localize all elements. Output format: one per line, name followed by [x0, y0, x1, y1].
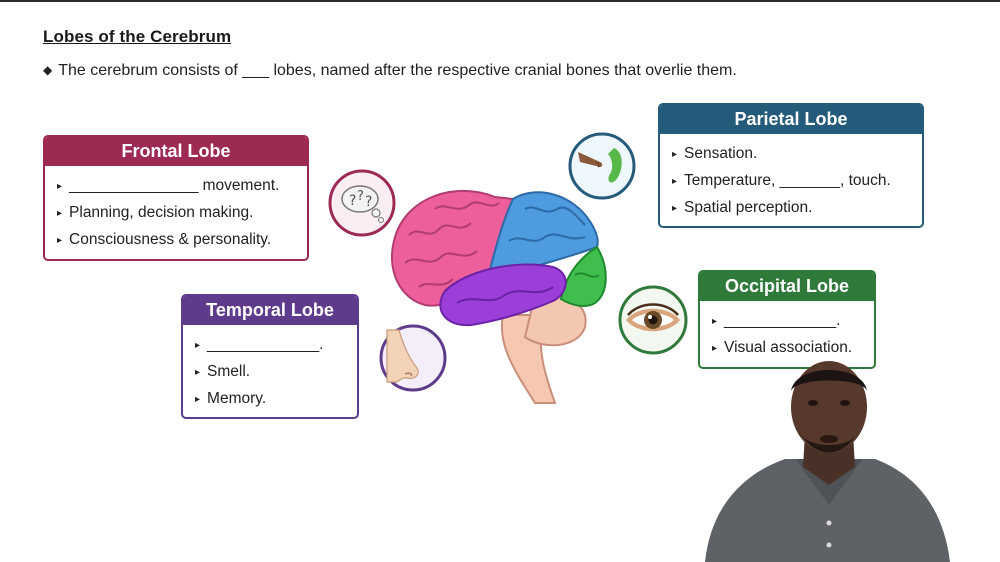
bullet-icon: ▸ [672, 176, 677, 187]
bullet-icon: ▸ [195, 394, 200, 405]
eye-icon [616, 283, 690, 357]
presenter-video [705, 355, 950, 562]
bullet-icon: ▸ [57, 235, 62, 246]
list-item: ▸ Temperature, _______, touch. [672, 167, 922, 194]
bullet-icon: ▸ [712, 316, 717, 327]
list-item-text: Spatial perception. [684, 199, 812, 216]
list-item: ▸ Consciousness & personality. [57, 226, 307, 253]
diamond-bullet-icon: ◆ [43, 63, 52, 77]
list-item: ▸ Sensation. [672, 140, 922, 167]
occipital-lobe-heading: Occipital Lobe [700, 272, 874, 301]
top-rule [0, 0, 1000, 2]
list-item: ▸ Memory. [195, 385, 357, 412]
intro-bullet: ◆ The cerebrum consists of ___ lobes, nam… [43, 62, 737, 80]
parietal-lobe-card: Parietal Lobe ▸ Sensation. ▸ Temperature, … [658, 103, 924, 228]
frontal-lobe-card: Frontal Lobe ▸ _______________ movement. … [43, 135, 309, 261]
list-item-text: _____________. [724, 312, 840, 329]
occipital-lobe-list: ▸ _____________. ▸ Visual association. [700, 301, 874, 361]
list-item: ▸ Spatial perception. [672, 194, 922, 221]
list-item-text: Consciousness & personality. [69, 231, 271, 248]
list-item: ▸ _______________ movement. [57, 172, 307, 199]
list-item-text: Visual association. [724, 339, 852, 356]
temporal-lobe-card: Temporal Lobe ▸ _____________. ▸ Smell. ▸ M… [181, 294, 359, 419]
list-item-text: Memory. [207, 390, 266, 407]
svg-text:?: ? [357, 189, 364, 204]
temporal-lobe-list: ▸ _____________. ▸ Smell. ▸ Memory. [183, 325, 357, 412]
list-item-text: Temperature, _______, touch. [684, 172, 891, 189]
svg-text:?: ? [349, 193, 356, 209]
frontal-lobe-list: ▸ _______________ movement. ▸ Planning, de… [45, 166, 307, 253]
list-item-text: _____________. [207, 336, 323, 353]
temporal-lobe-heading: Temporal Lobe [183, 296, 357, 325]
svg-text:?: ? [365, 194, 372, 210]
list-item: ▸ Smell. [195, 358, 357, 385]
frontal-lobe-heading: Frontal Lobe [45, 137, 307, 166]
parietal-lobe-heading: Parietal Lobe [660, 105, 922, 134]
bullet-icon: ▸ [672, 203, 677, 214]
list-item-text: Planning, decision making. [69, 204, 253, 221]
bullet-icon: ▸ [712, 343, 717, 354]
bullet-icon: ▸ [195, 367, 200, 378]
list-item-text: Smell. [207, 363, 250, 380]
list-item-text: _______________ movement. [69, 177, 279, 194]
list-item: ▸ Planning, decision making. [57, 199, 307, 226]
page-title: Lobes of the Cerebrum [43, 27, 231, 47]
bullet-icon: ▸ [57, 208, 62, 219]
list-item-text: Sensation. [684, 145, 757, 162]
bullet-icon: ▸ [195, 340, 200, 351]
list-item: ▸ _____________. [712, 307, 874, 334]
parietal-lobe-list: ▸ Sensation. ▸ Temperature, _______, touch… [660, 134, 922, 221]
list-item: ▸ _____________. [195, 331, 357, 358]
bullet-icon: ▸ [672, 149, 677, 160]
intro-text: The cerebrum consists of ___ lobes, name… [58, 62, 737, 79]
brain-illustration [385, 175, 615, 407]
bullet-icon: ▸ [57, 181, 62, 192]
